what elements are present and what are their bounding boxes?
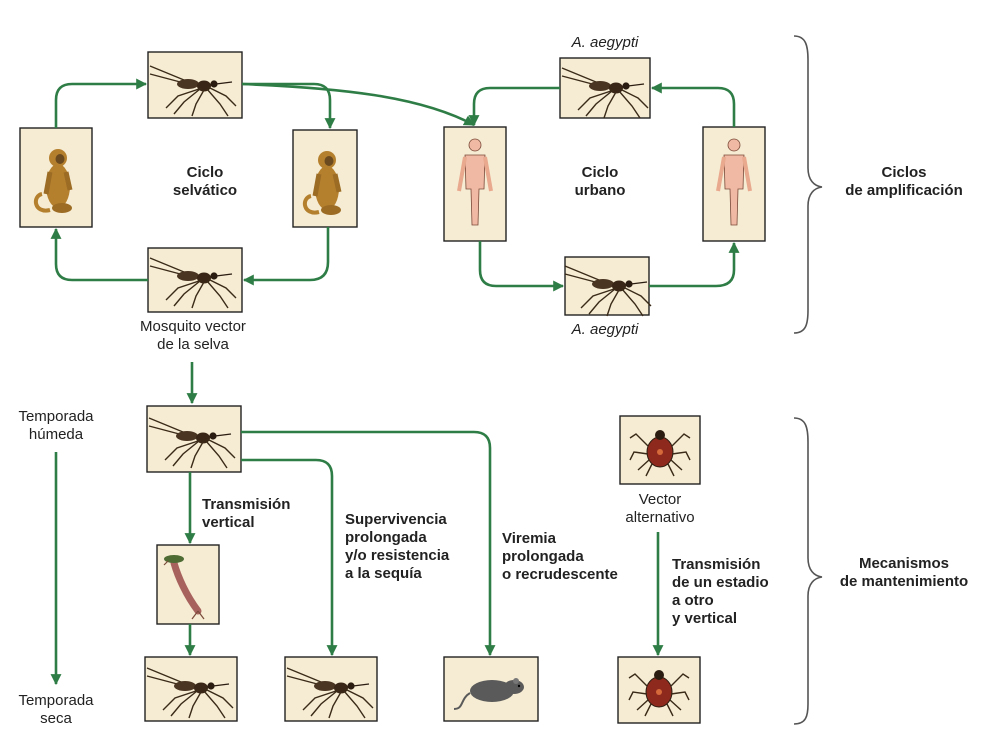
dry-season-label-line2: seca — [6, 710, 106, 727]
arrow-sylvatic-bottom-to-left — [56, 229, 148, 280]
alt-vector-label-line2: alternativo — [610, 509, 710, 527]
viremia-label-line2: prolongada — [502, 548, 652, 566]
vertical-transmission-label-line1: Transmisión — [202, 496, 332, 514]
arrow-urban-bottom-to-right — [649, 243, 734, 286]
maintenance-mechanisms-label: Mecanismos de mantenimiento — [822, 555, 986, 591]
jungle-vector-label-line2: de la selva — [118, 336, 268, 354]
arrow-sylvatic-to-urban — [242, 84, 474, 125]
arrow-to-drought-survival — [241, 460, 332, 655]
stage-transmission-label-line2: de un estadio — [672, 574, 802, 592]
maintenance-mechanisms-label-line2: de mantenimiento — [822, 573, 986, 591]
amplification-cycles-label: Ciclos de amplificación — [822, 164, 986, 200]
wet-season-label-line1: Temporada — [6, 408, 106, 426]
arrow-urban-top-to-left — [474, 88, 560, 125]
viremia-label-line3: o recrudescente — [502, 566, 652, 584]
drought-survival-label: Supervivencia prolongada y/o resistencia… — [345, 511, 495, 583]
sylvatic-cycle-label: Ciclo selvático — [150, 164, 260, 200]
alt-vector-label-line1: Vector — [610, 491, 710, 509]
dry-season-label-line1: Temporada — [6, 692, 106, 710]
wet-season-label-line2: húmeda — [6, 426, 106, 444]
sylvatic-cycle-label-line2: selvático — [150, 182, 260, 200]
brace-amplification — [794, 36, 822, 333]
sylvatic-cycle-label-line1: Ciclo — [150, 164, 260, 182]
wet-season-label: Temporada húmeda — [6, 408, 106, 444]
amplification-cycles-label-line2: de amplificación — [822, 182, 986, 200]
maintenance-mechanisms-label-line1: Mecanismos — [822, 555, 986, 573]
viremia-label-line1: Viremia — [502, 530, 652, 548]
aegypti-bottom-label: A. aegypti — [555, 321, 655, 339]
arrow-sylvatic-left-to-top — [56, 84, 146, 128]
jungle-vector-label-line1: Mosquito vector — [118, 318, 268, 336]
vertical-transmission-label-line2: vertical — [202, 514, 332, 532]
drought-survival-label-line2: prolongada — [345, 529, 495, 547]
urban-cycle-label: Ciclo urbano — [550, 164, 650, 200]
box-sylvatic-bottom-mosquito — [148, 248, 242, 312]
arrow-sylvatic-right-to-bottom — [244, 227, 328, 280]
jungle-vector-label: Mosquito vector de la selva — [118, 318, 268, 354]
urban-cycle-label-line2: urbano — [550, 182, 650, 200]
drought-survival-label-line3: y/o resistencia — [345, 547, 495, 565]
amplification-cycles-label-line1: Ciclos — [822, 164, 986, 182]
arrow-urban-right-to-top — [652, 88, 734, 127]
drought-survival-label-line4: a la sequía — [345, 565, 495, 583]
urban-cycle-label-line1: Ciclo — [550, 164, 650, 182]
arrow-sylvatic-top-to-right — [242, 84, 330, 128]
arrow-urban-left-to-bottom — [480, 241, 563, 286]
drought-survival-label-line1: Supervivencia — [345, 511, 495, 529]
stage-transmission-label-line1: Transmisión — [672, 556, 802, 574]
alt-vector-label: Vector alternativo — [610, 491, 710, 527]
viremia-label: Viremia prolongada o recrudescente — [502, 530, 652, 584]
stage-transmission-label: Transmisión de un estadio a otro y verti… — [672, 556, 802, 628]
stage-transmission-label-line3: a otro — [672, 592, 802, 610]
stage-transmission-label-line4: y vertical — [672, 610, 802, 628]
aegypti-top-label: A. aegypti — [555, 34, 655, 52]
vertical-transmission-label: Transmisión vertical — [202, 496, 332, 532]
dry-season-label: Temporada seca — [6, 692, 106, 727]
